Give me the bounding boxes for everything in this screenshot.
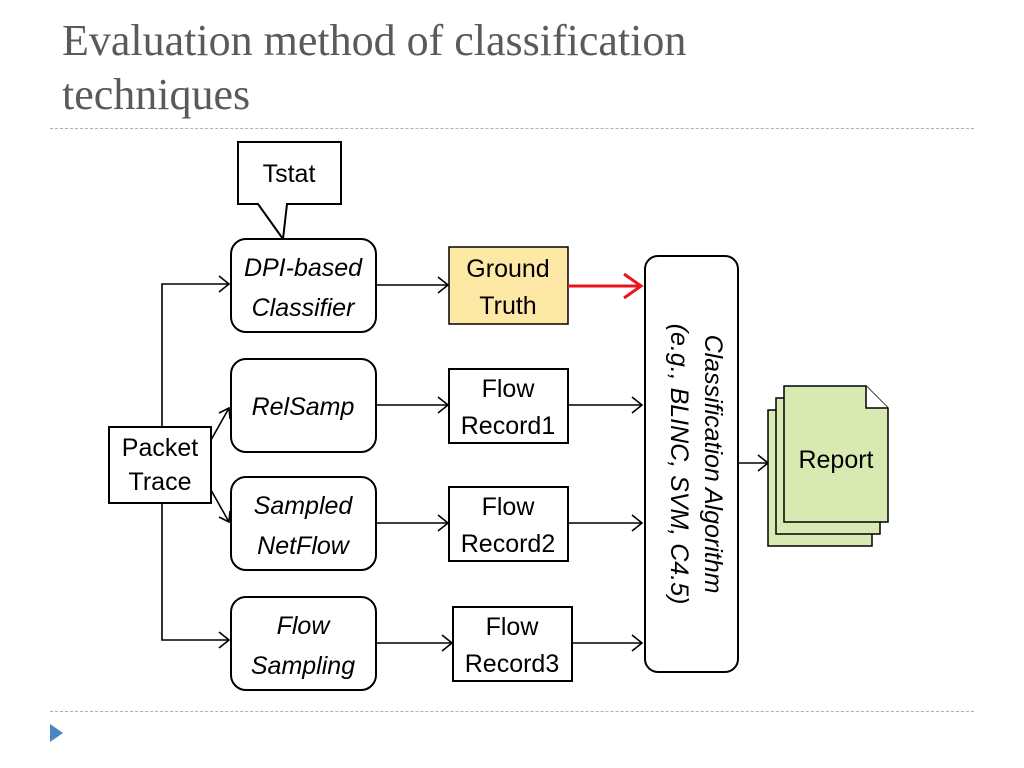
tstat-callout: Tstat	[237, 141, 342, 242]
flow-record2-line-1: Flow	[482, 493, 536, 521]
report-label: Report	[798, 446, 873, 474]
packet-trace-line-1: Packet	[122, 434, 198, 462]
flow-record3-line-1: Flow	[486, 613, 540, 641]
footer-divider	[50, 711, 974, 712]
packet-trace-box: Packet Trace	[108, 426, 212, 504]
slide-title-line-2: techniques	[62, 70, 251, 119]
sampled-netflow-box: Sampled NetFlow	[230, 476, 377, 571]
packet-trace-branches	[161, 275, 231, 649]
dpi-classifier-box: DPI-based Classifier	[230, 238, 377, 333]
flow-record2-line-2: Record2	[461, 530, 556, 558]
relsamp-box: RelSamp	[230, 358, 377, 453]
flow-record1-line-2: Record1	[461, 412, 556, 440]
classification-algorithm-line-1: Classification Algorithm	[699, 335, 727, 594]
ground-truth-box: Ground Truth	[448, 246, 569, 325]
flow-sampling-box: Flow Sampling	[230, 596, 377, 691]
slide-title: Evaluation method of classification tech…	[62, 14, 962, 122]
flow-record1-line-1: Flow	[482, 375, 536, 403]
dpi-classifier-line-1: DPI-based	[244, 254, 363, 282]
title-divider	[50, 128, 974, 129]
flow-record2-box: Flow Record2	[448, 486, 569, 562]
classification-algorithm-box: Classification Algorithm (e.g., BLINC, S…	[644, 255, 739, 673]
report-page-front	[783, 385, 889, 523]
bullet-arrow-icon	[50, 724, 63, 742]
flow-record3-line-2: Record3	[465, 650, 560, 678]
report-document-stack: Report	[767, 385, 889, 547]
ground-truth-line-1: Ground	[466, 255, 549, 283]
ground-truth-line-2: Truth	[479, 292, 536, 320]
flow-sampling-line-1: Flow	[277, 612, 332, 640]
relsamp-label: RelSamp	[252, 393, 355, 421]
dpi-classifier-line-2: Classifier	[252, 294, 356, 322]
classification-algorithm-line-2: (e.g., BLINC, SVM, C4.5)	[665, 324, 693, 605]
sampled-netflow-line-1: Sampled	[254, 492, 354, 520]
algorithm-to-report-arrow	[738, 454, 770, 472]
tstat-label: Tstat	[263, 160, 316, 188]
packet-trace-line-2: Trace	[129, 468, 192, 496]
slide-title-line-1: Evaluation method of classification	[62, 16, 687, 65]
flow-record3-box: Flow Record3	[452, 606, 573, 682]
flow-record1-box: Flow Record1	[448, 368, 569, 444]
classifier-to-record-arrows	[376, 276, 454, 652]
record-to-algorithm-arrows	[568, 272, 644, 652]
sampled-netflow-line-2: NetFlow	[257, 532, 351, 560]
flow-sampling-line-2: Sampling	[251, 652, 355, 680]
